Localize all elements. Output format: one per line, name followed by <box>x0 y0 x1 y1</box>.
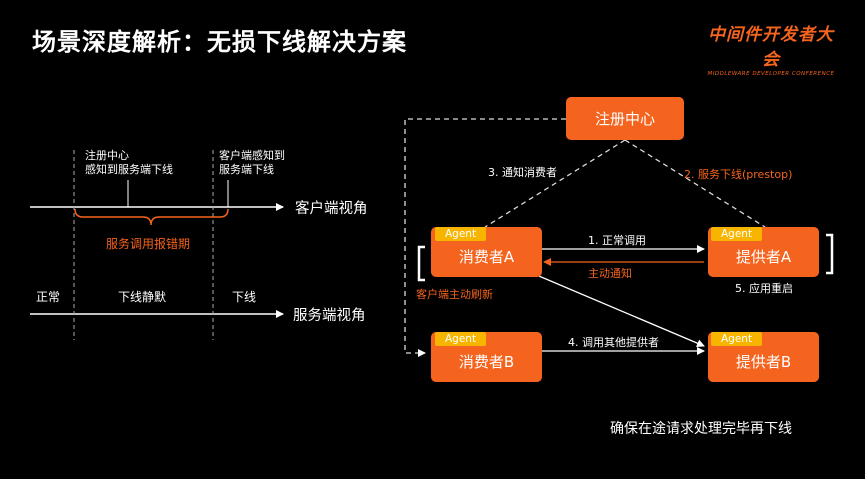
registry-to-consumer-a-dashed <box>484 139 626 228</box>
step5-label: 5. 应用重启 <box>735 282 793 295</box>
registry-to-consumer-b-dashed <box>404 118 566 357</box>
step4-label: 4. 调用其他提供者 <box>568 336 659 349</box>
client-view-label: 客户端视角 <box>295 201 368 217</box>
provider-a-agent-badge: Agent <box>711 227 763 241</box>
offline-label: 下线 <box>232 290 257 304</box>
footer-note: 确保在途请求处理完毕再下线 <box>610 421 792 437</box>
consumer-a-to-provider-b-arrow <box>519 267 705 347</box>
silent-label: 下线静默 <box>118 290 167 304</box>
event1-label-line1: 注册中心 <box>85 149 129 162</box>
consumer-b-agent-badge: Agent <box>435 332 487 346</box>
registry-to-provider-a-dashed <box>624 139 766 228</box>
provider-b-label: 提供者B <box>735 352 792 371</box>
event2-label: 客户端感知到 服务端下线 <box>219 149 285 177</box>
consumer-a-agent-badge: Agent <box>435 227 487 241</box>
logo-main-text: 中间件开发者大会 <box>708 25 834 70</box>
provider-restart-bracket <box>826 233 834 275</box>
server-view-label: 服务端视角 <box>293 308 366 324</box>
step1-label: 1. 正常调用 <box>588 234 646 247</box>
event2-label-line1: 客户端感知到 <box>219 149 285 162</box>
event2-label-line2: 服务端下线 <box>219 163 274 176</box>
step3-label: 3. 通知消费者 <box>488 166 557 179</box>
consumer-a-label: 消费者A <box>458 247 515 266</box>
slide-title: 场景深度解析：无损下线解决方案 <box>32 28 407 56</box>
error-period-label: 服务调用报错期 <box>106 237 191 251</box>
client-refresh-bracket <box>417 245 425 282</box>
provider-b-agent-badge: Agent <box>711 332 763 346</box>
consumer-b-label: 消费者B <box>458 352 515 371</box>
registry-box: 注册中心 <box>566 97 684 140</box>
client-refresh-label: 客户端主动刷新 <box>416 288 493 301</box>
conference-logo: 中间件开发者大会 MIDDLEWARE DEVELOPER CONFERENCE <box>706 20 836 77</box>
error-period-brace <box>74 208 229 226</box>
logo-sub-text: MIDDLEWARE DEVELOPER CONFERENCE <box>707 71 835 77</box>
normal-label: 正常 <box>36 290 61 304</box>
event1-label: 注册中心 感知到服务端下线 <box>85 149 173 177</box>
active-notify-label: 主动通知 <box>588 267 632 280</box>
provider-a-label: 提供者A <box>735 247 792 266</box>
event1-label-line2: 感知到服务端下线 <box>85 163 173 176</box>
step2-label: 2. 服务下线(prestop) <box>684 168 793 181</box>
